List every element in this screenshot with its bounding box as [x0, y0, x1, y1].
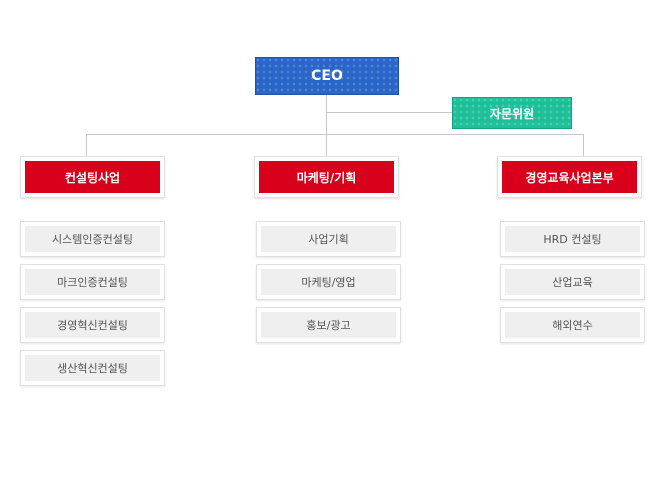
dept-marketing: 마케팅/기획: [254, 156, 399, 198]
sub-item-label: 시스템인증컨설팅: [25, 226, 160, 252]
dept-consulting-label: 컨설팅사업: [25, 161, 160, 193]
advisor-node: 자문위원: [452, 97, 572, 129]
sub-item-marketing-2: 마케팅/영업: [256, 264, 401, 300]
sub-item-marketing-3: 홍보/광고: [256, 307, 401, 343]
sub-item-label: 산업교육: [505, 269, 640, 295]
sub-item-label: HRD 컨설팅: [505, 226, 640, 252]
sub-item-label: 홍보/광고: [261, 312, 396, 338]
branch-left-drop: [86, 134, 87, 156]
ceo-label: CEO: [311, 68, 343, 84]
dept-education: 경영교육사업본부: [497, 156, 642, 198]
sub-item-education-3: 해외연수: [500, 307, 645, 343]
sub-item-consulting-3: 경영혁신컨설팅: [20, 307, 165, 343]
sub-item-label: 경영혁신컨설팅: [25, 312, 160, 338]
advisor-horizontal-connector: [326, 112, 452, 113]
sub-item-label: 마크인증컨설팅: [25, 269, 160, 295]
sub-item-label: 생산혁신컨설팅: [25, 355, 160, 381]
ceo-vertical-connector: [326, 94, 327, 134]
advisor-label: 자문위원: [489, 106, 535, 121]
branch-horizontal-connector: [86, 134, 583, 135]
ceo-node: CEO: [255, 57, 399, 95]
sub-item-label: 사업기획: [261, 226, 396, 252]
sub-item-label: 해외연수: [505, 312, 640, 338]
dept-marketing-label: 마케팅/기획: [259, 161, 394, 193]
sub-item-education-2: 산업교육: [500, 264, 645, 300]
sub-item-consulting-4: 생산혁신컨설팅: [20, 350, 165, 386]
sub-item-consulting-2: 마크인증컨설팅: [20, 264, 165, 300]
sub-item-marketing-1: 사업기획: [256, 221, 401, 257]
branch-center-drop: [326, 134, 327, 156]
sub-item-consulting-1: 시스템인증컨설팅: [20, 221, 165, 257]
branch-right-drop: [583, 134, 584, 156]
sub-item-label: 마케팅/영업: [261, 269, 396, 295]
dept-consulting: 컨설팅사업: [20, 156, 165, 198]
dept-education-label: 경영교육사업본부: [502, 161, 637, 193]
sub-item-education-1: HRD 컨설팅: [500, 221, 645, 257]
